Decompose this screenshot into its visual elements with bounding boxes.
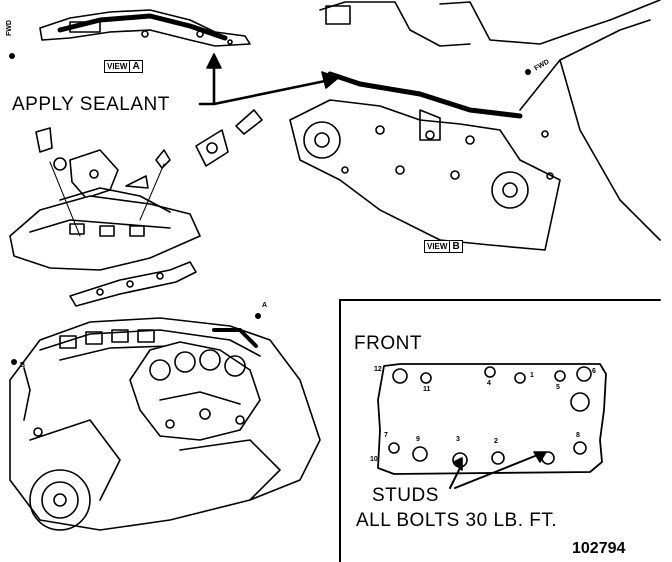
bolt-number-9: 9 <box>416 436 420 443</box>
engine-callout-b: B <box>20 362 26 369</box>
fwd-marker-left: FWD <box>6 20 13 36</box>
bolt-number-3: 3 <box>456 436 460 443</box>
bolt-number-5: 5 <box>556 384 560 391</box>
view-a-word: VIEW <box>107 62 128 71</box>
engine-callout-a: A <box>262 302 268 309</box>
engine-block-drawing <box>9 317 321 531</box>
bolt-number-4: 4 <box>487 380 491 387</box>
bolt-number-8: 8 <box>576 432 580 439</box>
bolt-number-10: 10 <box>370 456 378 463</box>
view-a-gasket-drawing <box>39 9 251 47</box>
callout-dot-a <box>255 313 261 319</box>
view-a-letter: A <box>129 61 140 72</box>
view-b-block-drawing <box>289 0 661 251</box>
front-label: FRONT <box>354 333 422 354</box>
torque-spec-label: ALL BOLTS 30 LB. FT. <box>356 510 558 531</box>
apply-sealant-label: APPLY SEALANT <box>12 94 170 115</box>
fwd-marker-dot-left <box>9 53 15 59</box>
sealant-arrow-to-view-b <box>212 78 332 106</box>
bolt-number-2: 2 <box>494 438 498 445</box>
bolt-number-6: 6 <box>592 368 596 375</box>
view-b-word: VIEW <box>427 242 448 251</box>
callout-dot-b <box>11 359 17 365</box>
manifold-exploded-parts <box>9 109 263 307</box>
bolt-number-11: 11 <box>423 386 431 393</box>
figure-number: 102794 <box>572 540 626 557</box>
torque-sequence-panel <box>339 299 661 562</box>
bolt-number-12: 12 <box>374 366 382 373</box>
view-b-letter: B <box>449 241 460 252</box>
bolt-number-1-top: 1 <box>530 372 534 379</box>
fwd-marker-dot-right <box>525 69 531 75</box>
studs-label: STUDS <box>372 485 439 506</box>
bolt-number-7: 7 <box>384 432 388 439</box>
